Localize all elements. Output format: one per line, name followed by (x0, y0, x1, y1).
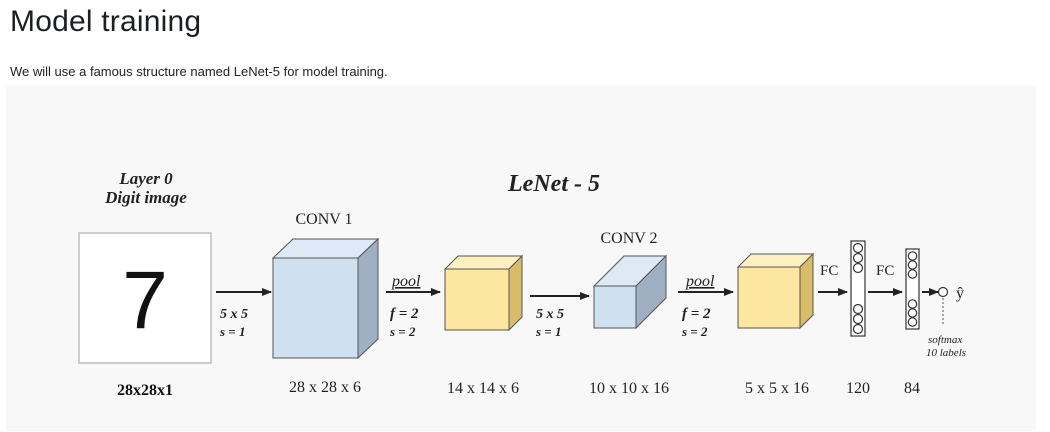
conv1-label: CONV 1 (295, 211, 352, 228)
pool2-block-front (737, 266, 801, 329)
input-image (78, 232, 212, 364)
conv1-block-front (272, 257, 359, 359)
pool2-block-side (799, 252, 814, 330)
conv2-stride: s = 1 (535, 324, 561, 339)
pool1-label: pool (391, 273, 421, 290)
lenet5-diagram: LeNet - 5 Layer 0 Digit image 7 5 x 5 s … (78, 169, 966, 399)
conv1-stride: s = 1 (219, 324, 245, 339)
pool1-block-front (444, 268, 510, 331)
dim-pool1: 14 x 14 x 6 (447, 380, 519, 397)
conv1-kernel: 5 x 5 (220, 307, 248, 322)
pool2-f: f = 2 (682, 306, 711, 322)
lenet5-figure: LeNet - 5 Layer 0 Digit image 7 5 x 5 s … (6, 86, 1036, 431)
page-title: Model training (10, 5, 202, 38)
input-label-layer: Layer 0 (118, 169, 173, 188)
pool2-stride: s = 2 (681, 324, 708, 339)
conv2-kernel: 5 x 5 (536, 307, 564, 322)
dim-fc2: 84 (904, 380, 920, 397)
dim-fc1: 120 (846, 380, 870, 397)
softmax-label: softmax (928, 334, 962, 346)
fc2-neurons (905, 248, 920, 330)
dim-conv1: 28 x 28 x 6 (289, 379, 361, 396)
dim-input: 28x28x1 (117, 382, 173, 399)
input-digit: 7 (122, 255, 168, 346)
pool2-label: pool (685, 273, 715, 290)
fc2-label: FC (876, 263, 894, 279)
output-label: ŷ (956, 285, 964, 302)
dim-conv2: 10 x 10 x 16 (589, 380, 669, 397)
conv2-block-front (593, 285, 637, 329)
softmax-count: 10 labels (926, 347, 966, 359)
pool1-block-side (508, 254, 523, 332)
pool1-f: f = 2 (390, 306, 419, 322)
output-node (937, 286, 949, 298)
fc1-label: FC (820, 263, 838, 279)
pool1-stride: s = 2 (389, 324, 416, 339)
intro-text: We will use a famous structure named LeN… (10, 64, 388, 79)
diagram-title: LeNet - 5 (507, 171, 600, 197)
fc1-neurons (850, 240, 866, 337)
conv1-block-side (357, 237, 379, 360)
conv2-label: CONV 2 (600, 230, 657, 247)
dim-pool2: 5 x 5 x 16 (745, 380, 809, 397)
input-label-digit: Digit image (104, 188, 187, 207)
